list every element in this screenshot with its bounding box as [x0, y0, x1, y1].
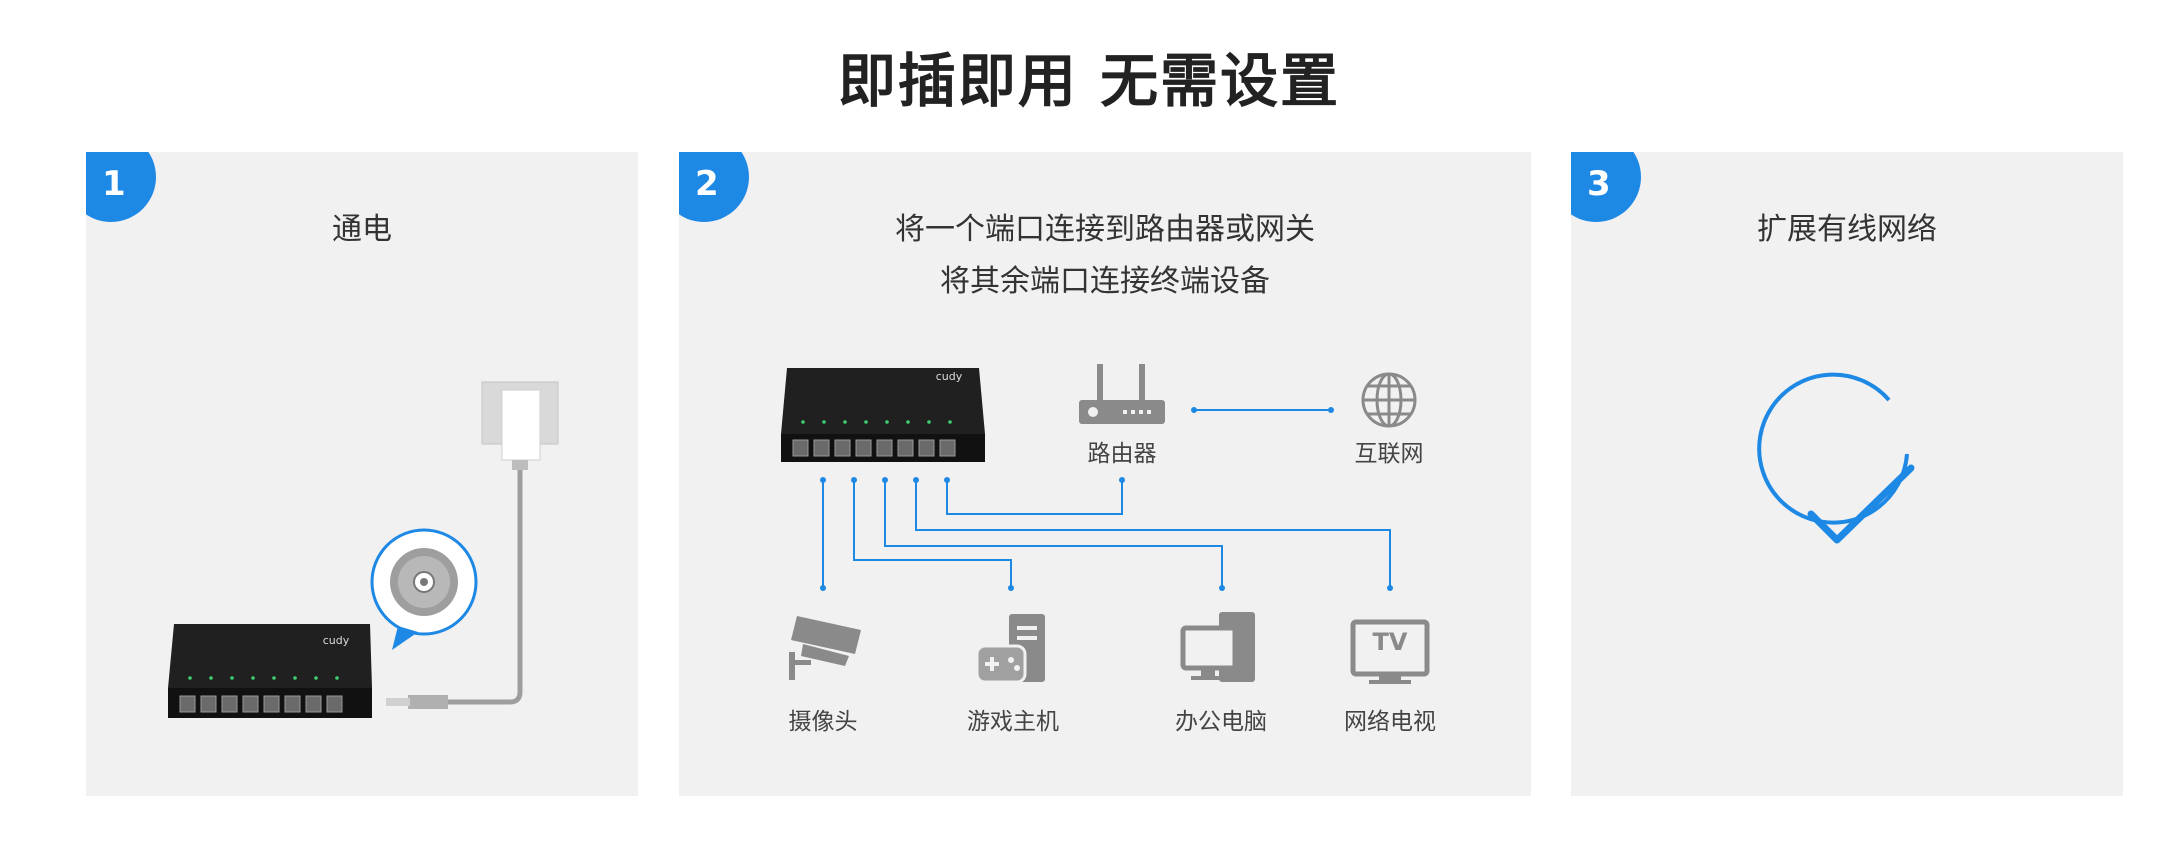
switch-port [242, 695, 259, 713]
page-title: 即插即用 无需设置 [837, 47, 1341, 115]
dc-jack-icon [370, 528, 478, 650]
port-led [314, 676, 318, 680]
router-label: 路由器 [1087, 441, 1157, 467]
port-led [209, 676, 213, 680]
port-led [801, 420, 805, 424]
internet-label: 互联网 [1354, 441, 1424, 467]
switch-port [284, 695, 301, 713]
power-cable [446, 470, 523, 705]
desktop-pc-icon [1180, 612, 1255, 682]
tv-icon-text: TV [1372, 628, 1408, 656]
tv-label: 网络电视 [1344, 709, 1436, 735]
step-1-panel: 1 通电 cudy [86, 152, 638, 796]
port-led [906, 420, 910, 424]
step-3-panel: 3 扩展有线网络 [1571, 152, 2123, 796]
step-2-badge: 2 [679, 152, 749, 222]
step-1-badge: 1 [86, 152, 156, 222]
switch-brand-logo: cudy [935, 370, 963, 383]
port-led [188, 676, 192, 680]
switch-port [305, 695, 322, 713]
step-2-panel: 2 将一个端口连接到路由器或网关 将其余端口连接终端设备 [679, 152, 1531, 796]
switch-port [855, 439, 872, 457]
step-1-title: 通电 [332, 212, 392, 247]
switch-port [876, 439, 893, 457]
step-2-title-line2: 将其余端口连接终端设备 [940, 264, 1270, 299]
globe-icon [1361, 372, 1417, 428]
switch-port [792, 439, 809, 457]
port-led [885, 420, 889, 424]
camera-label: 摄像头 [788, 709, 858, 735]
port-led [272, 676, 276, 680]
port-led [948, 420, 952, 424]
port-led [843, 420, 847, 424]
switch-port [897, 439, 914, 457]
switch-device [168, 624, 372, 718]
dc-plug [408, 695, 448, 709]
game-console-icon [975, 614, 1045, 684]
switch-port [221, 695, 238, 713]
switch-port [918, 439, 935, 457]
port-led [822, 420, 826, 424]
connection-lines [822, 409, 1391, 588]
router-icon [1079, 364, 1165, 424]
switch-port [834, 439, 851, 457]
switch-port [326, 695, 343, 713]
step-3-title: 扩展有线网络 [1757, 212, 1937, 247]
switch-port [813, 439, 830, 457]
switch-port [200, 695, 217, 713]
switch-brand-logo: cudy [322, 634, 350, 647]
port-led [251, 676, 255, 680]
port-led [230, 676, 234, 680]
power-illustration [168, 381, 559, 718]
console-label: 游戏主机 [967, 709, 1059, 735]
port-led [927, 420, 931, 424]
port-led [293, 676, 297, 680]
tv-icon [1350, 619, 1430, 684]
connection-diagram [781, 364, 1430, 684]
port-led [335, 676, 339, 680]
switch-port [179, 695, 196, 713]
power-adapter-icon [481, 381, 559, 470]
switch-port [939, 439, 956, 457]
camera-icon [789, 616, 861, 680]
switch-device [781, 368, 985, 462]
port-led [864, 420, 868, 424]
checkmark-icon [1757, 372, 1915, 544]
switch-port [263, 695, 280, 713]
pc-label: 办公电脑 [1175, 709, 1267, 735]
step-2-title-line1: 将一个端口连接到路由器或网关 [895, 212, 1315, 247]
